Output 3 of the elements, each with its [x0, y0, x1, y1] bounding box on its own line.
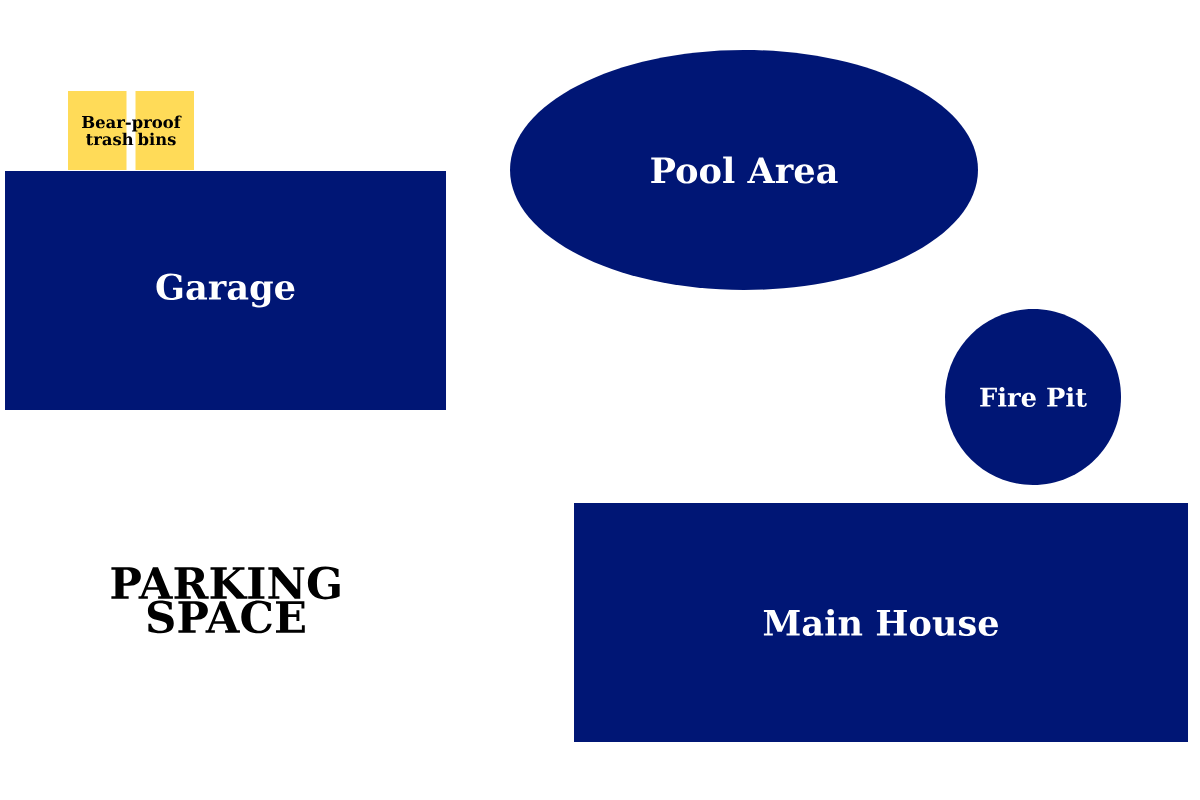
garage-building: Garage [5, 171, 446, 410]
house-building: Main House [574, 503, 1188, 742]
area-label: PARKING SPACE [111, 566, 340, 634]
